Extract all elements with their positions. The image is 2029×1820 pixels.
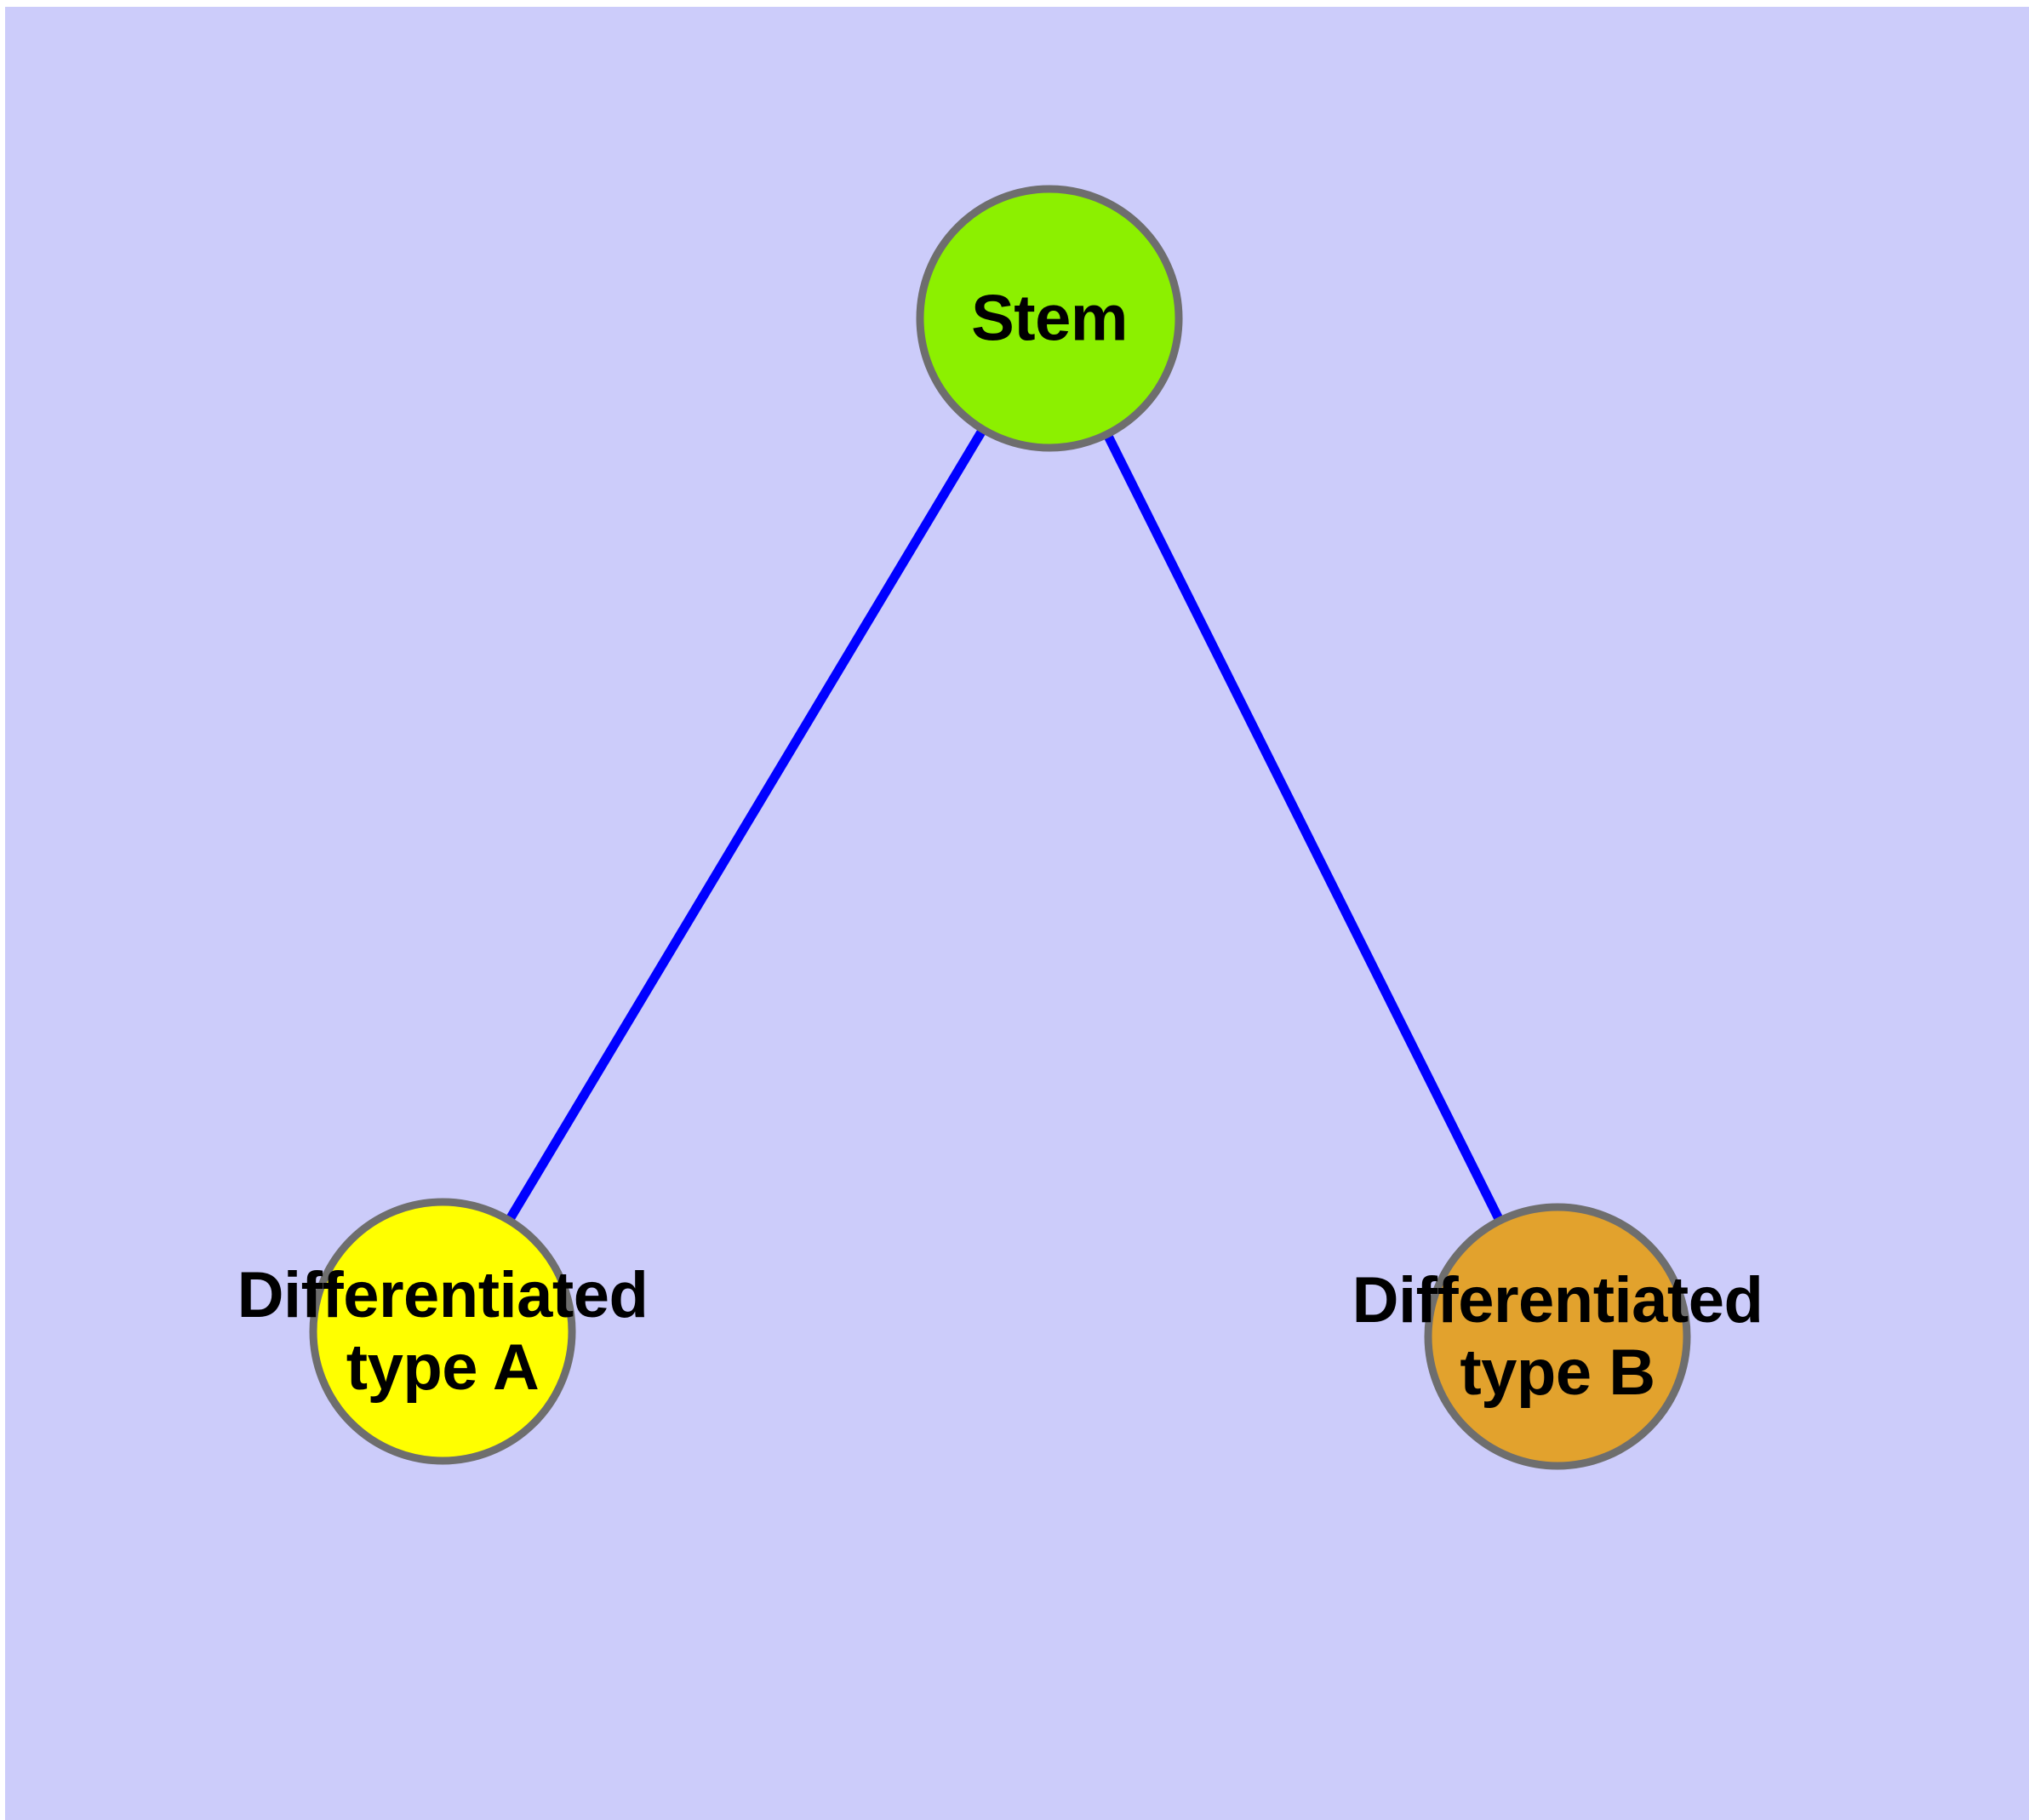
graph-edge-stem-diff_b — [1102, 430, 1505, 1225]
graph-node-diff_b[interactable] — [1424, 1203, 1691, 1470]
graph-edge-stem-diff_a — [504, 425, 988, 1225]
edge-layer — [504, 425, 1505, 1225]
node-layer — [309, 185, 1691, 1470]
graph-node-stem[interactable] — [916, 185, 1183, 452]
graph-node-diff_a[interactable] — [309, 1198, 576, 1465]
